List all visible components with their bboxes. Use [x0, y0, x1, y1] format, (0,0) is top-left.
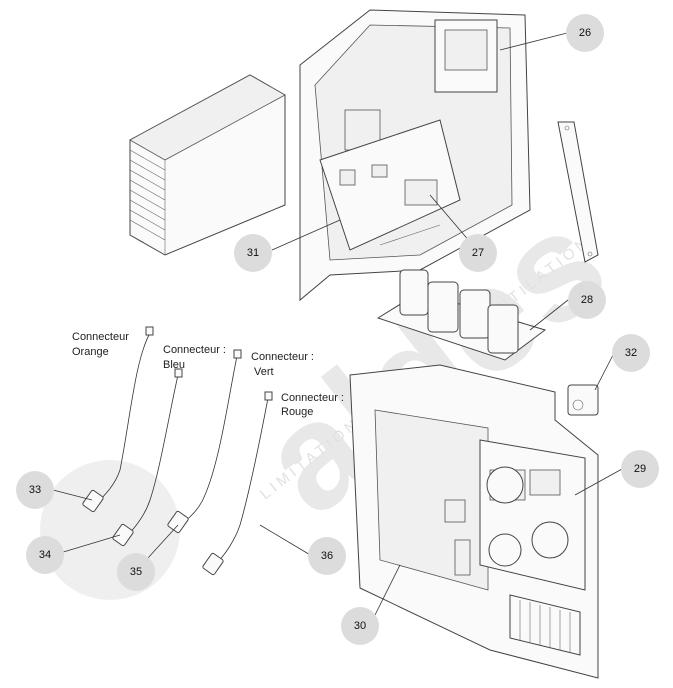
svg-text:34: 34 — [39, 549, 51, 561]
label-bleu-line1: Connecteur : — [163, 344, 226, 356]
svg-text:35: 35 — [130, 566, 142, 578]
svg-text:33: 33 — [29, 484, 41, 496]
callout-31: 31 — [234, 234, 272, 272]
callout-28: 28 — [568, 281, 606, 319]
svg-text:26: 26 — [579, 27, 591, 39]
svg-text:27: 27 — [472, 247, 484, 259]
svg-text:31: 31 — [247, 247, 259, 259]
callout-29: 29 — [621, 450, 659, 488]
label-rouge-line1: Connecteur : — [281, 392, 344, 404]
callout-35: 35 — [117, 553, 155, 591]
label-vert-line1: Connecteur : — [251, 351, 314, 363]
callout-34: 34 — [26, 536, 64, 574]
bracket — [557, 121, 599, 263]
callout-26: 26 — [566, 14, 604, 52]
svg-text:28: 28 — [581, 294, 593, 306]
callout-33: 33 — [16, 471, 54, 509]
label-rouge-line2: Rouge — [281, 406, 313, 418]
label-orange-line2: Orange — [72, 346, 109, 358]
svg-text:32: 32 — [625, 347, 637, 359]
label-bleu-line2: Bleu — [163, 359, 185, 371]
connector-labels: Connecteur Orange Connecteur : Bleu Conn… — [72, 331, 344, 418]
callout-30: 30 — [341, 607, 379, 645]
label-vert-line2: Vert — [254, 366, 274, 378]
housing-cover — [299, 9, 531, 302]
capacitor-board — [376, 269, 547, 361]
svg-text:30: 30 — [354, 620, 366, 632]
heat-sink — [129, 74, 286, 256]
svg-text:36: 36 — [321, 550, 333, 562]
callouts: 26 27 28 29 30 31 32 33 34 35 36 — [16, 14, 659, 645]
callout-36: 36 — [308, 537, 346, 575]
main-plate — [349, 364, 599, 679]
label-orange-line1: Connecteur — [72, 331, 129, 343]
svg-text:29: 29 — [634, 463, 646, 475]
callout-32: 32 — [612, 334, 650, 372]
sensor-probes — [82, 326, 273, 576]
callout-27: 27 — [459, 234, 497, 272]
connector-part — [567, 384, 599, 416]
